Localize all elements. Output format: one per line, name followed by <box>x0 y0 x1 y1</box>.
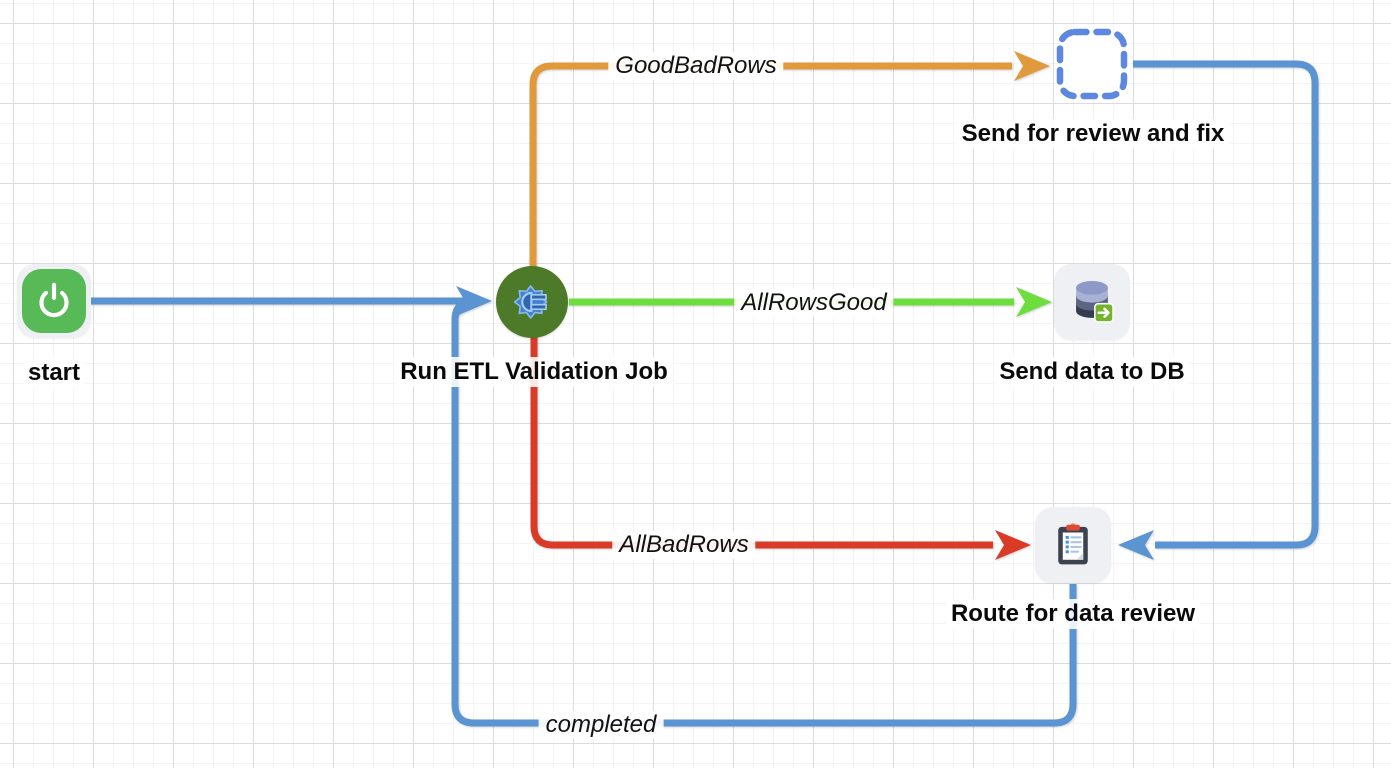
dashed-placeholder-icon <box>1056 28 1128 100</box>
arrowhead-into-route-review[interactable] <box>1118 530 1154 560</box>
edge-completed[interactable] <box>451 297 1077 727</box>
edge-review-to-route[interactable] <box>1133 60 1319 549</box>
edge-label-completed[interactable]: completed <box>538 711 664 739</box>
gear-icon <box>513 285 548 319</box>
node-label-review-fix: Send for review and fix <box>956 119 1230 149</box>
database-icon <box>1076 280 1114 323</box>
arrowhead-all-bad-rows[interactable] <box>995 530 1031 560</box>
node-label-send-db: Send data to DB <box>994 357 1190 387</box>
clipboard-icon <box>1058 523 1088 565</box>
node-send-db[interactable] <box>1054 264 1130 340</box>
node-start[interactable] <box>17 264 91 338</box>
edge-label-all-bad-rows[interactable]: AllBadRows <box>612 531 756 559</box>
node-review-fix[interactable] <box>1054 26 1130 107</box>
edge-label-all-rows-good[interactable]: AllRowsGood <box>734 289 894 317</box>
node-label-start: start <box>22 358 86 388</box>
node-etl[interactable] <box>496 266 568 338</box>
node-route-review[interactable] <box>1035 507 1111 583</box>
node-label-etl: Run ETL Validation Job <box>395 357 673 387</box>
edge-all-bad-rows[interactable] <box>530 336 993 549</box>
edge-good-bad-rows[interactable] <box>529 62 1012 268</box>
arrowhead-into-etl[interactable] <box>456 286 492 316</box>
edge-label-good-bad-rows[interactable]: GoodBadRows <box>608 52 784 80</box>
arrowhead-all-rows-good[interactable] <box>1016 287 1052 317</box>
arrowhead-good-bad-rows[interactable] <box>1014 51 1050 81</box>
node-label-route-review: Route for data review <box>945 599 1201 629</box>
power-icon <box>39 282 69 318</box>
